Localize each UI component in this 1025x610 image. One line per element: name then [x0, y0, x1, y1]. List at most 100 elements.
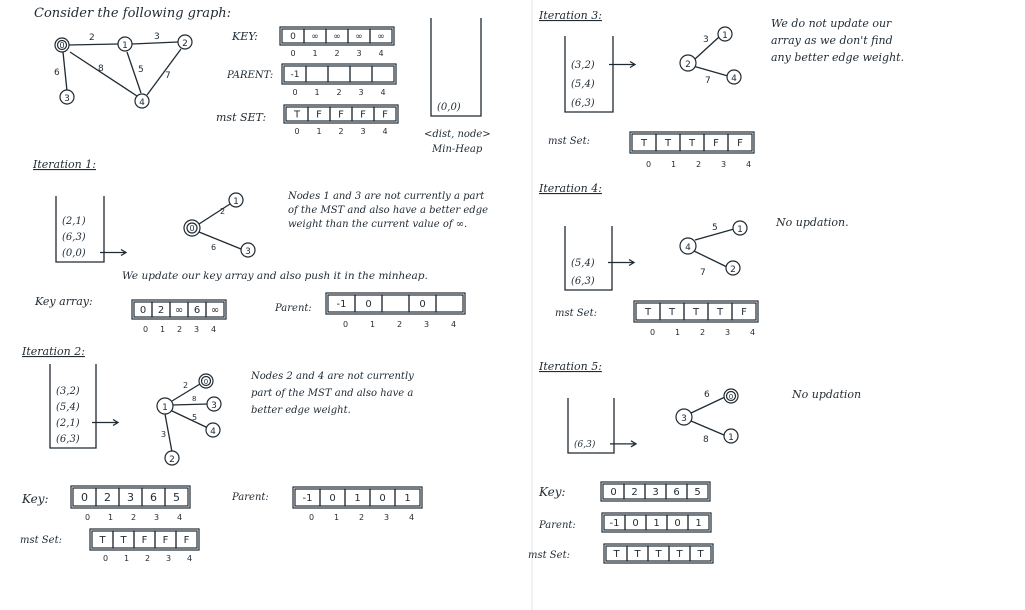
- heap-entry: (6,3): [56, 434, 80, 445]
- heap-entry: (3,2): [56, 386, 80, 397]
- svg-text:1: 1: [737, 225, 743, 235]
- pop-arrowhead: [120, 248, 128, 257]
- init-key-cell: [369, 28, 393, 44]
- final-key-label: Key:: [538, 485, 566, 499]
- svg-text:5: 5: [192, 413, 197, 422]
- init-parent-cell: [327, 65, 351, 83]
- svg-text:1: 1: [162, 403, 168, 413]
- index-label: 3: [721, 160, 726, 169]
- final-mst-value: T: [612, 549, 620, 560]
- svg-text:4: 4: [685, 243, 691, 253]
- init-key-array: 0∞∞∞∞: [279, 26, 395, 46]
- iteration-3-mst-label: mst Set:: [548, 136, 590, 147]
- index-label: 1: [124, 554, 129, 563]
- index-label: 1: [312, 49, 317, 58]
- graph-node-2: [177, 34, 193, 50]
- iteration-1-update: We update our key array and also push it…: [122, 270, 428, 282]
- it2-key-value: 2: [104, 491, 111, 504]
- index-label: 4: [750, 328, 755, 337]
- index-label: 2: [359, 513, 364, 522]
- it2-mst-value: T: [119, 535, 127, 546]
- svg-text:2: 2: [220, 207, 225, 216]
- it4-mst-frame: [633, 300, 759, 323]
- init-mst-value: F: [338, 110, 344, 121]
- it3-mst-value: T: [640, 138, 648, 149]
- it1-parent-value: 0: [419, 299, 425, 310]
- it2-mst-value: F: [184, 535, 190, 546]
- original-graph: 2 3 6 8 5 7 0 1 2 3 4: [54, 32, 193, 109]
- note-line: weight than the current value of ∞.: [288, 219, 467, 230]
- it2-mst-value: F: [142, 535, 148, 546]
- init-parent-value: -1: [291, 70, 300, 80]
- svg-text:5: 5: [712, 223, 718, 233]
- it2-parent-value: 0: [379, 493, 385, 504]
- it3-mst-cell: [727, 133, 753, 152]
- index-label: 4: [380, 88, 385, 97]
- index-label: 1: [314, 88, 319, 97]
- init-key-value: ∞: [333, 32, 341, 42]
- it2-key-value: 5: [173, 491, 180, 504]
- svg-text:3: 3: [245, 247, 251, 257]
- svg-text:0: 0: [59, 41, 64, 50]
- init-key-value: ∞: [377, 32, 385, 42]
- init-mst-value: T: [293, 110, 301, 121]
- init-mst-frame: [283, 104, 399, 124]
- it2-mst-cell: [175, 530, 198, 549]
- iteration-5-title: Iteration 5:: [538, 360, 602, 373]
- graph-node-3: [59, 89, 75, 105]
- it2-mst-value: T: [98, 535, 106, 546]
- iteration-2-mst-label: mst Set:: [20, 535, 62, 546]
- index-label: 4: [187, 554, 192, 563]
- it1-parent-cell: [435, 294, 464, 313]
- init-mst-value: F: [360, 110, 366, 121]
- index-label: 2: [131, 513, 136, 522]
- it3-mst-value: T: [688, 138, 696, 149]
- init-parent-cell: [371, 65, 395, 83]
- graph-node-4: [134, 93, 150, 109]
- it2-key-cell: [164, 487, 189, 507]
- it2-parent-value: 0: [329, 493, 335, 504]
- index-label: 3: [166, 554, 171, 563]
- index-label: 3: [360, 127, 365, 136]
- note-line: part of the MST and also have a: [251, 388, 413, 399]
- it1-key-value: 2: [158, 305, 164, 316]
- it4-mst-value: F: [741, 307, 747, 318]
- final-parent-value: 1: [653, 518, 659, 529]
- final-key-cell: [686, 483, 709, 500]
- edge-weight-0-3: 6: [54, 68, 60, 78]
- heap-container: [564, 36, 614, 113]
- svg-text:2: 2: [182, 39, 188, 49]
- edge-weight-0-4: 8: [98, 64, 104, 74]
- iteration-3-heap: (3,2)(5,4)(6,3): [564, 36, 637, 113]
- svg-text:0: 0: [189, 224, 194, 233]
- final-key-value: 3: [652, 487, 658, 498]
- iteration-1-parent-label: Parent:: [274, 303, 312, 314]
- it4-mst-value: T: [716, 307, 724, 318]
- index-label: 2: [397, 320, 402, 329]
- note-line: Nodes 1 and 3 are not currently a part: [287, 191, 485, 202]
- it4-mst-value: T: [644, 307, 652, 318]
- heap-entry: (5,4): [571, 79, 595, 90]
- edge-weight-0-1: 2: [89, 33, 95, 43]
- svg-text:1: 1: [722, 31, 728, 41]
- svg-text:2: 2: [169, 455, 175, 465]
- iteration-4-note: No updation.: [775, 216, 849, 229]
- svg-text:3: 3: [681, 414, 687, 424]
- it2-key-frame: [70, 485, 191, 509]
- it2-parent-value: 1: [354, 493, 360, 504]
- it2-parent-value: 1: [404, 493, 410, 504]
- edge-weight-2-4: 7: [165, 71, 171, 81]
- svg-text:1: 1: [233, 197, 239, 207]
- init-key-value: 0: [290, 32, 296, 42]
- svg-text:6: 6: [211, 243, 216, 252]
- heap-entry: (6,3): [574, 439, 596, 450]
- index-label: 4: [451, 320, 456, 329]
